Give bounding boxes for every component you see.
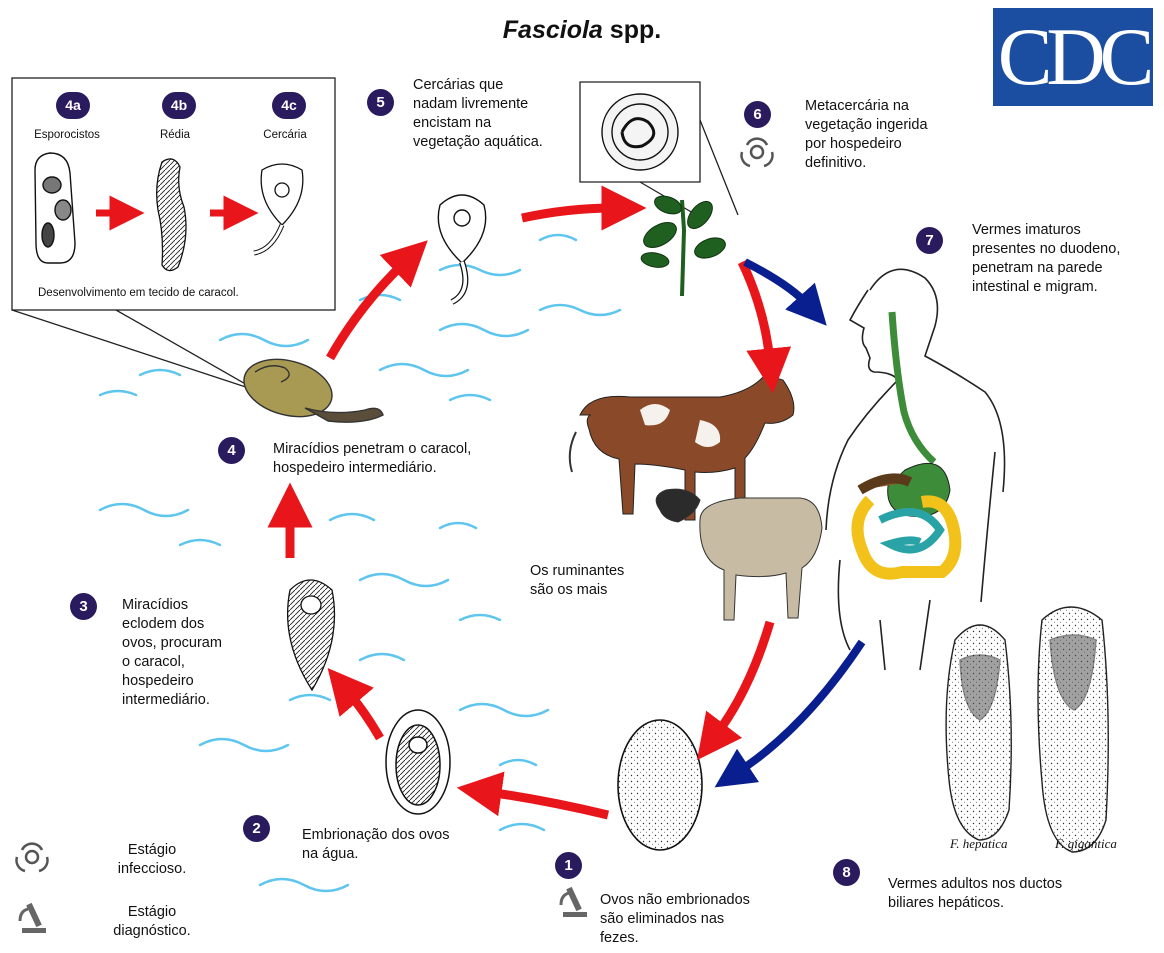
ruminants-text: Os ruminantes são os mais xyxy=(530,562,680,600)
plant-drawing xyxy=(639,193,728,296)
microscope-icon-legend xyxy=(20,903,46,933)
step-1-badge: 1 xyxy=(555,852,582,879)
inset-caption: Desenvolvimento em tecido de caracol. xyxy=(38,286,328,300)
step-7-text: Vermes imaturos presentes no duodeno, pe… xyxy=(972,221,1157,297)
fasciola-hepatica-drawing xyxy=(946,625,1011,840)
step-4-text: Miracídios penetram o caracol, hospedeir… xyxy=(273,440,513,478)
title-suffix: spp. xyxy=(610,16,661,44)
step-2-text: Embrionação dos ovos na água. xyxy=(302,826,502,864)
biohazard-icon-step6 xyxy=(741,139,772,166)
step-1-text: Ovos não embrionados são eliminados nas … xyxy=(600,891,800,948)
unembryonated-egg-drawing xyxy=(618,720,702,850)
title-genus: Fasciola xyxy=(503,16,603,44)
miracidium-drawing xyxy=(288,580,335,690)
stage-4a-badge: 4a xyxy=(56,92,90,119)
step-8-badge: 8 xyxy=(833,859,860,886)
step-2-badge: 2 xyxy=(243,815,270,842)
step-3-badge: 3 xyxy=(70,593,97,620)
step-6-text: Metacercária na vegetação ingerida por h… xyxy=(805,97,975,173)
step-7-badge: 7 xyxy=(916,227,943,254)
embryonated-egg-drawing xyxy=(386,710,450,814)
microscope-icon-step1 xyxy=(561,887,587,917)
step-3-text: Miracídios eclodem dos ovos, procuram o … xyxy=(122,596,262,710)
diagram-title: Fasciola spp. xyxy=(0,16,1164,45)
sporocyst-drawing xyxy=(35,153,75,263)
step-8-text: Vermes adultos nos ductos biliares hepát… xyxy=(888,875,1118,913)
biohazard-icon-legend xyxy=(16,844,47,871)
stage-4b-badge: 4b xyxy=(162,92,196,119)
cdc-logo-text: CDC xyxy=(993,10,1153,104)
step-5-text: Cercárias que nadam livremente encistam … xyxy=(413,76,583,152)
legend-infective-text: Estágio infeccioso. xyxy=(92,841,212,879)
cercaria-drawing xyxy=(438,195,485,302)
step-4-badge: 4 xyxy=(218,437,245,464)
step-6-badge: 6 xyxy=(744,101,771,128)
fasciola-gigantica-label: F. gigantica xyxy=(1055,836,1117,852)
fasciola-gigantica-drawing xyxy=(1038,607,1108,852)
fasciola-hepatica-label: F. hepatica xyxy=(950,836,1008,852)
metacercaria-drawing xyxy=(602,94,678,170)
digestive-tract-drawing xyxy=(858,312,956,574)
cdc-logo: CDC xyxy=(993,8,1153,106)
legend-diagnostic-text: Estágio diagnóstico. xyxy=(88,903,216,941)
stage-4b-label: Rédia xyxy=(140,128,210,142)
snail-drawing xyxy=(238,350,383,425)
stage-4c-badge: 4c xyxy=(272,92,306,119)
stage-4c-label: Cercária xyxy=(245,128,325,142)
sheep-drawing xyxy=(656,489,822,620)
stage-4a-label: Esporocistos xyxy=(22,128,112,142)
step-5-badge: 5 xyxy=(367,89,394,116)
